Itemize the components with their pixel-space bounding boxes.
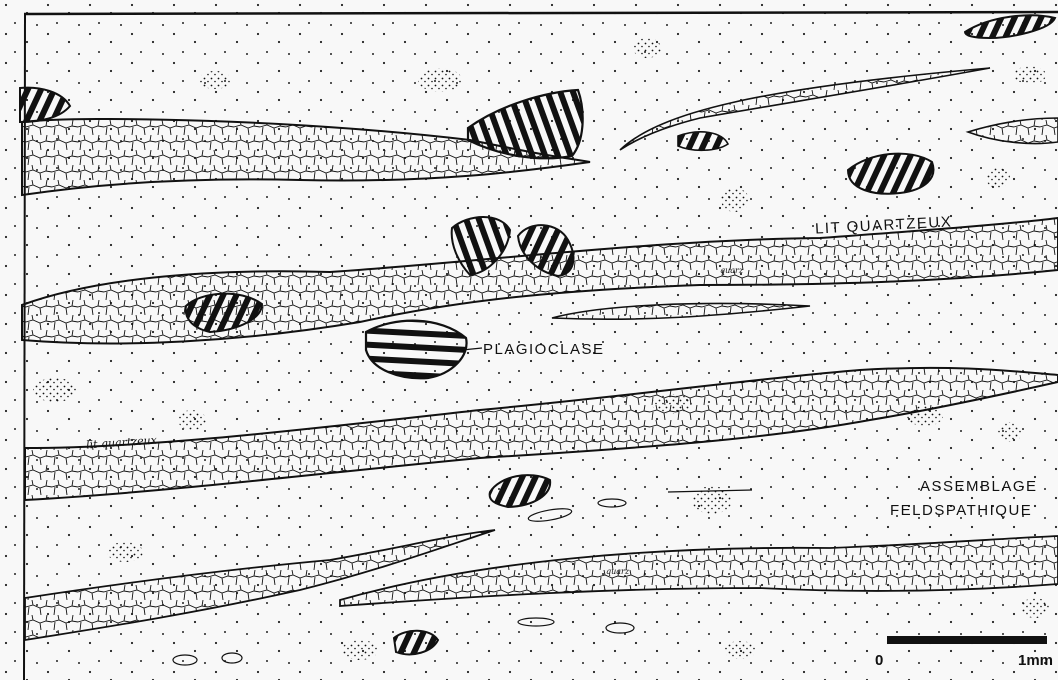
stipple-cluster	[1021, 598, 1049, 618]
plagioclase-grain	[366, 321, 467, 379]
stipple-cluster	[199, 71, 231, 89]
stipple-cluster	[1014, 66, 1046, 84]
scale-bar	[887, 636, 1047, 644]
quartz-tag-upper: quarz	[720, 266, 743, 275]
stipple-cluster	[724, 641, 756, 659]
assemblage-label-line2: FELDSPATHIQUE	[890, 502, 1032, 519]
scale-start-label: 0	[875, 652, 883, 669]
stipple-cluster	[633, 38, 661, 58]
stipple-cluster	[342, 640, 378, 660]
quartz-tag-lower: quarz	[606, 567, 629, 576]
stipple-cluster	[986, 168, 1010, 188]
scale-end-label: 1mm	[1018, 652, 1053, 669]
stipple-cluster	[998, 422, 1022, 442]
stipple-cluster	[907, 406, 943, 426]
stipple-cluster	[107, 542, 143, 562]
assemblage-label-line1: ASSEMBLAGE	[920, 478, 1038, 495]
stipple-cluster	[418, 68, 462, 92]
stipple-cluster	[652, 394, 692, 414]
plagioclase-label: PLAGIOCLASE	[483, 341, 605, 358]
stipple-cluster	[721, 188, 749, 212]
stipple-cluster	[178, 410, 206, 430]
stipple-cluster	[33, 378, 77, 402]
